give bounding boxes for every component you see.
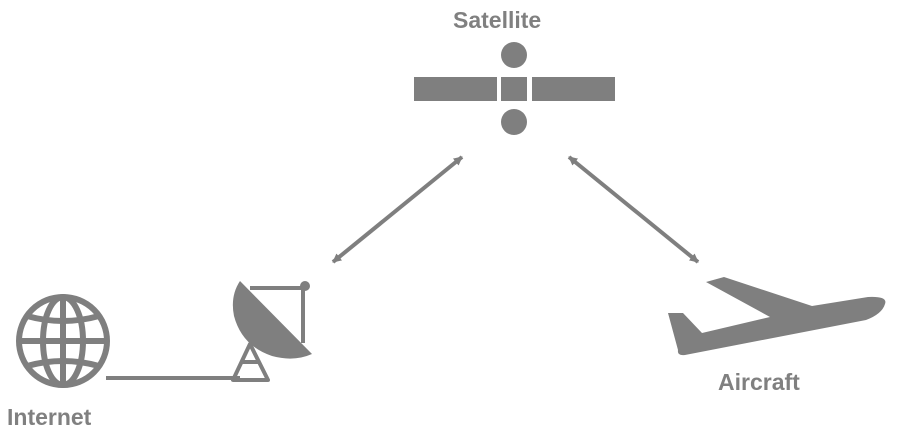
link-ground-station-satellite <box>331 155 464 264</box>
internet-label: Internet <box>7 404 92 430</box>
globe-icon <box>16 294 110 388</box>
satellite-label: Satellite <box>453 7 542 33</box>
airplane-icon <box>668 277 886 356</box>
link-satellite-aircraft <box>567 155 700 264</box>
aircraft-label: Aircraft <box>718 369 800 395</box>
satellite-icon <box>414 42 615 135</box>
satellite-dish-icon <box>231 281 312 382</box>
